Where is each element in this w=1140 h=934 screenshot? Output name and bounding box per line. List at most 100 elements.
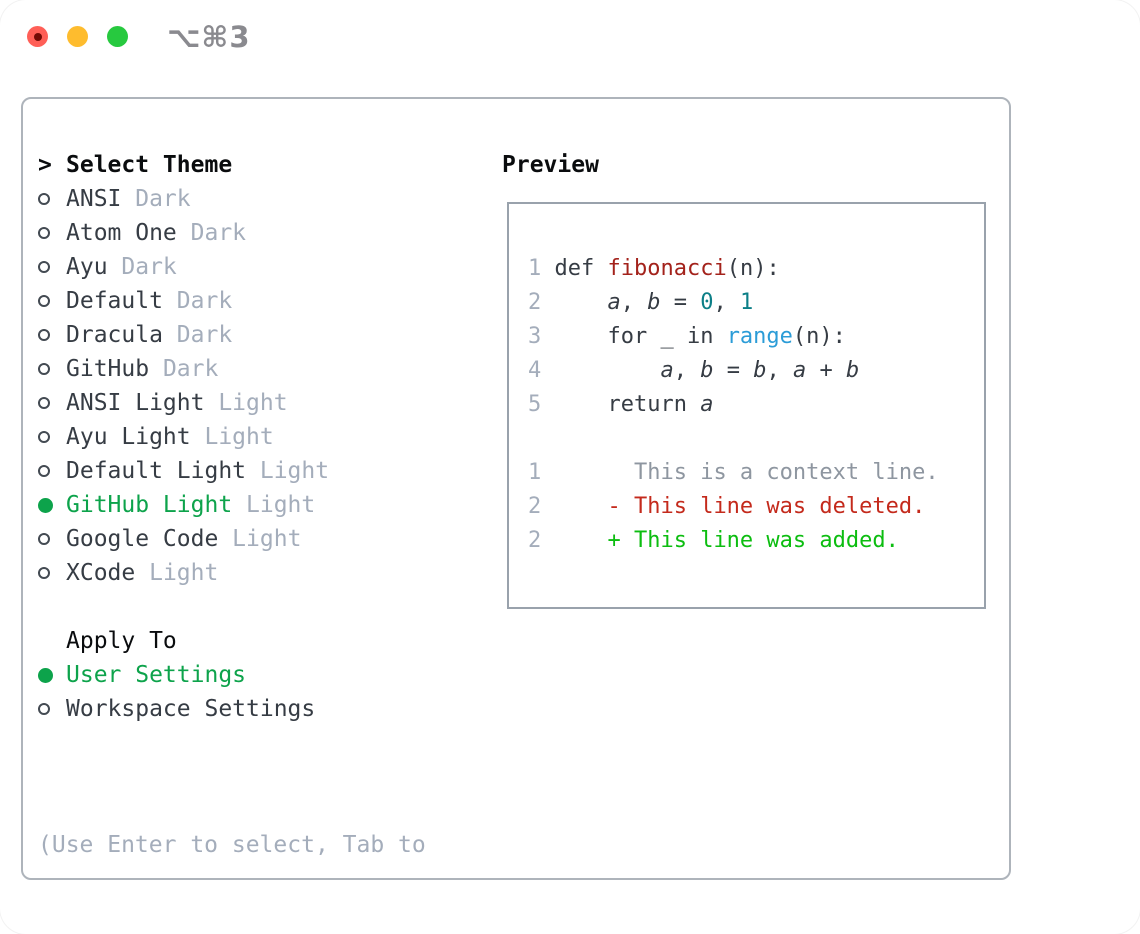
code-segment-code: ,	[673, 358, 701, 383]
close-button-icon[interactable]	[27, 26, 48, 47]
code-segment-code: =	[713, 358, 754, 383]
code-segment-code: (n):	[726, 256, 780, 281]
code-segment-var: a	[700, 392, 714, 417]
theme-option-github-light[interactable]: GitHub Light Light	[38, 488, 502, 522]
preview-line: 2 + This line was added.	[528, 524, 984, 558]
window-title: ⌥⌘3	[167, 20, 251, 54]
code-segment-code	[555, 358, 661, 383]
code-segment-code: +	[806, 358, 846, 383]
code-segment-code: def	[554, 256, 608, 281]
line-number: 1	[528, 460, 542, 485]
preview-line: 1 def fibonacci(n):	[528, 252, 984, 286]
code-segment-added: + This line was added.	[554, 528, 899, 553]
radio-unselected-icon	[38, 703, 66, 715]
radio-unselected-icon	[38, 397, 66, 409]
titlebar: ⌥⌘3	[0, 0, 1140, 74]
preview-column: Preview 1 def fibonacci(n):2 a, b = 0, 1…	[502, 99, 1009, 878]
theme-option-default-light[interactable]: Default Light Light	[38, 454, 502, 488]
option-label: XCode	[66, 560, 136, 586]
line-number: 1	[528, 256, 542, 281]
radio-unselected-icon	[38, 295, 66, 307]
code-segment-context: This is a context line.	[554, 460, 939, 485]
option-label: Default Light	[66, 458, 247, 484]
pointer-icon: >	[38, 152, 52, 178]
preview-line: 4 a, b = b, a + b	[528, 354, 984, 388]
theme-option-google-code[interactable]: Google Code Light	[38, 522, 502, 556]
radio-unselected-icon	[38, 431, 66, 443]
apply-option-user-settings[interactable]: User Settings	[38, 658, 502, 692]
preview-blank-line	[528, 422, 984, 456]
code-segment-number: 0	[700, 290, 714, 315]
theme-option-github[interactable]: GitHub Dark	[38, 352, 502, 386]
code-segment-var: a	[792, 358, 807, 383]
theme-option-ansi[interactable]: ANSI Dark	[38, 182, 502, 216]
theme-option-atom-one[interactable]: Atom One Dark	[38, 216, 502, 250]
radio-unselected-icon	[38, 363, 66, 375]
option-label: GitHub Light	[66, 492, 233, 518]
preview-line: 2 - This line was deleted.	[528, 490, 984, 524]
option-label: Default	[66, 288, 163, 314]
line-number: 5	[528, 392, 542, 417]
option-variant-label: Dark	[149, 356, 219, 382]
code-segment-builtin: range	[726, 324, 793, 349]
option-variant-label: Light	[135, 560, 219, 586]
code-segment-deleted: - This line was deleted.	[554, 494, 926, 519]
code-segment-var: b	[700, 358, 714, 383]
option-label: User Settings	[66, 662, 247, 688]
line-number: 3	[528, 324, 542, 349]
option-label: Atom One	[66, 220, 177, 246]
apply-to-title: Apply To	[66, 628, 177, 654]
apply-option-workspace-settings[interactable]: Workspace Settings	[38, 692, 502, 726]
code-segment-var: b	[845, 358, 860, 383]
code-segment-code: =	[660, 290, 701, 315]
theme-list-header: > Select Theme	[38, 148, 502, 182]
option-variant-label: Dark	[162, 288, 233, 314]
radio-unselected-icon	[38, 329, 66, 341]
option-variant-label: Light	[190, 424, 274, 450]
theme-list-title: Select Theme	[66, 152, 233, 178]
code-segment-number: 1	[739, 290, 754, 315]
theme-option-ayu-light[interactable]: Ayu Light Light	[38, 420, 502, 454]
code-segment-var: a	[660, 358, 674, 383]
radio-unselected-icon	[38, 261, 66, 273]
option-variant-label: Light	[218, 526, 302, 552]
code-segment-var: a	[607, 290, 621, 315]
option-label: ANSI	[66, 186, 122, 212]
option-label: GitHub	[66, 356, 150, 382]
option-label: Dracula	[66, 322, 163, 348]
code-segment-code: ,	[713, 290, 740, 315]
preview-title: Preview	[502, 152, 599, 178]
line-number: 2	[528, 494, 542, 519]
code-segment-code: (n):	[792, 324, 846, 349]
code-segment-code: ,	[766, 358, 793, 383]
theme-option-ayu[interactable]: Ayu Dark	[38, 250, 502, 284]
preview-line: 3 for _ in range(n):	[528, 320, 984, 354]
option-label: Ayu	[66, 254, 108, 280]
option-variant-label: Light	[204, 390, 288, 416]
minimize-button-icon[interactable]	[67, 26, 88, 47]
preview-line: 5 return a	[528, 388, 984, 422]
theme-option-ansi-light[interactable]: ANSI Light Light	[38, 386, 502, 420]
code-segment-code: for _ in	[554, 324, 727, 349]
option-label: ANSI Light	[66, 390, 205, 416]
option-label: Ayu Light	[66, 424, 191, 450]
theme-option-default[interactable]: Default Dark	[38, 284, 502, 318]
radio-unselected-icon	[38, 567, 66, 579]
zoom-button-icon[interactable]	[107, 26, 128, 47]
code-segment-var: b	[753, 358, 767, 383]
keyboard-hint: (Use Enter to select, Tab to change focu…	[38, 760, 502, 934]
theme-option-xcode[interactable]: XCode Light	[38, 556, 502, 590]
theme-option-dracula[interactable]: Dracula Dark	[38, 318, 502, 352]
radio-unselected-icon	[38, 533, 66, 545]
preview-line: 2 a, b = 0, 1	[528, 286, 984, 320]
radio-unselected-icon	[38, 227, 66, 239]
option-variant-label: Light	[232, 492, 316, 518]
code-segment-function: fibonacci	[607, 256, 727, 281]
option-variant-label: Light	[246, 458, 330, 484]
line-number: 2	[528, 290, 542, 315]
hint-line-2: change focus)	[38, 930, 502, 934]
